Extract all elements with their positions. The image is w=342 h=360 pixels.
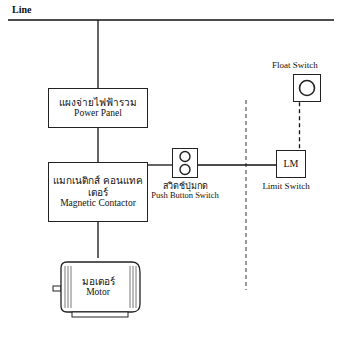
thai-label: แผงจ่ายไฟฟ้ารวม bbox=[59, 97, 137, 109]
thai-label: แมกเนติกส์ คอนแทคเตอร์ bbox=[53, 175, 143, 198]
wire-connector bbox=[299, 102, 300, 150]
english-label: Power Panel bbox=[74, 108, 122, 119]
button-circle bbox=[180, 165, 190, 175]
float-switch-label: Float Switch bbox=[272, 60, 318, 70]
push-button-switch: สวิตช์ปุ่มกดPush Button Switch bbox=[146, 148, 224, 201]
limit-switch: LM Limit Switch bbox=[255, 150, 317, 191]
motor-fin bbox=[136, 266, 137, 308]
motor-shaft bbox=[53, 286, 61, 291]
float-switch-symbol bbox=[293, 74, 321, 102]
supply-line bbox=[8, 19, 334, 20]
motor: มอเตอร์Motor bbox=[52, 258, 144, 320]
contactor-box: แมกเนติกส์ คอนแทคเตอร์Magnetic Contactor bbox=[48, 162, 148, 222]
line-label: Line bbox=[10, 4, 33, 16]
power-panel-box: แผงจ่ายไฟฟ้ารวมPower Panel bbox=[48, 88, 148, 128]
limit-switch-label: Limit Switch bbox=[262, 181, 309, 191]
motor-fin bbox=[65, 266, 66, 308]
wire-connector bbox=[198, 164, 276, 165]
motor-base bbox=[72, 312, 128, 317]
push-button-symbol bbox=[172, 148, 198, 178]
float-switch: Float Switch bbox=[258, 60, 332, 102]
wire-connector bbox=[148, 164, 172, 165]
switch-housing bbox=[173, 149, 198, 178]
wire-connector bbox=[97, 222, 98, 258]
thai-label: สวิตช์ปุ่มกด bbox=[163, 181, 208, 191]
english-label: Push Button Switch bbox=[151, 191, 219, 201]
limit-switch-box: LM bbox=[276, 150, 306, 178]
thai-label: มอเตอร์ bbox=[82, 276, 115, 288]
button-circle bbox=[180, 152, 190, 162]
divider-line bbox=[246, 100, 247, 290]
motor-fin bbox=[133, 266, 134, 308]
motor-fin bbox=[71, 266, 72, 308]
english-label: Motor bbox=[86, 287, 110, 298]
limit-code: LM bbox=[284, 158, 299, 170]
motor-fin bbox=[130, 266, 131, 308]
float-circle bbox=[300, 81, 315, 96]
english-label: Magnetic Contactor bbox=[60, 198, 136, 209]
motor-fin bbox=[68, 266, 69, 308]
float-housing bbox=[294, 75, 321, 102]
wire-connector bbox=[97, 128, 98, 162]
feed-wire bbox=[97, 20, 98, 88]
motor-body bbox=[61, 262, 140, 312]
